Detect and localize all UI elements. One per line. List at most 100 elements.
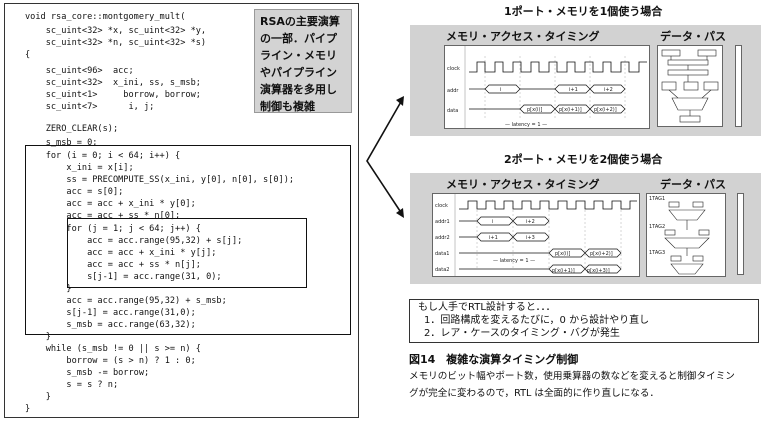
ram-label: 1TAG3	[649, 250, 665, 256]
latency-note: — latency = 1 —	[505, 122, 547, 128]
signal-label: addr2	[435, 235, 450, 241]
bus-value: i+3	[526, 235, 535, 241]
section-title-single-port: 1ポート・メモリを1個使う場合	[504, 5, 663, 18]
signal-label: clock	[435, 203, 448, 209]
timing-waveform: clock addr data i i+1 i+2 p[x(i)] p[x(i+…	[447, 46, 647, 128]
code-line: ZERO_CLEAR(s);	[25, 124, 119, 134]
bus-value: p[x(i)]	[555, 251, 570, 257]
bus-value: p[x(i+3)]	[587, 268, 610, 274]
callout-line: の一部．パイプ	[260, 32, 337, 45]
code-line: }	[25, 332, 51, 342]
callout-line: RSAの主要演算	[260, 15, 340, 28]
code-line: s = s ? n;	[25, 380, 119, 390]
code-line: sc_uint<32> *x, sc_uint<32> *y,	[25, 26, 207, 36]
bus-segment	[512, 232, 550, 242]
decorative-strip	[735, 45, 742, 127]
bus-segment	[476, 216, 514, 226]
datapath-label: データ・パス	[660, 178, 726, 191]
datapath-schematic: 1TAG1 1TAG2 1TAG3	[649, 196, 710, 275]
bus-value: i+1	[569, 87, 578, 93]
callout-line: 演算器を多用し	[260, 83, 337, 96]
signal-label: addr	[447, 88, 459, 94]
code-line: }	[25, 404, 31, 414]
code-line: borrow = (s > n) ? 1 : 0;	[25, 356, 196, 366]
callout-line: 制御も複雑	[260, 100, 315, 113]
code-line: }	[25, 392, 51, 402]
code-line: while (s_msb != 0 || s >= n) {	[25, 344, 201, 354]
code-line: for (i = 0; i < 64; i++) {	[25, 151, 181, 161]
code-line: acc = acc + x_ini * y[0];	[25, 199, 196, 209]
latency-note: — latency = 1 —	[493, 258, 535, 264]
datapath-diagram: 1TAG1 1TAG2 1TAG3	[646, 193, 726, 277]
signal-label: data	[447, 108, 458, 114]
bus-value: i+1	[489, 235, 498, 241]
callout-line: やパイプライン	[260, 66, 337, 79]
code-line: acc = acc.range(95,32) + s_msb;	[25, 296, 227, 306]
bus-value: i+2	[526, 219, 535, 225]
signal-label: data1	[435, 251, 449, 257]
code-line: s_msb = acc.range(63,32);	[25, 320, 196, 330]
bus-segment	[584, 264, 622, 274]
clock-waveform	[459, 200, 637, 210]
ram-label: 1TAG2	[649, 224, 665, 230]
outer-loop-highlight	[25, 145, 351, 335]
bus-segment	[484, 84, 521, 94]
code-line: ss = PRECOMPUTE_SS(x_ini, y[0], n[0], s[…	[25, 175, 295, 185]
code-line: s[j-1] = acc.range(31, 0);	[25, 272, 222, 282]
code-line: sc_uint<32> x_ini, ss, s_msb;	[25, 78, 201, 88]
code-line: sc_uint<32> *n, sc_uint<32> *s)	[25, 38, 207, 48]
code-line: acc = acc.range(95,32) + s[j];	[25, 236, 243, 246]
bus-value: p[x(i+1)]	[552, 268, 575, 274]
code-line: s[j-1] = acc.range(31,0);	[25, 308, 196, 318]
code-line: sc_uint<7> i, j;	[25, 102, 155, 112]
callout-line: ライン・メモリ	[260, 49, 337, 62]
caption-line: メモリのビット幅やポート数，使用乗算器の数などを変えると制御タイミン	[409, 371, 735, 382]
note-intro: もし人手でRTL設計すると．．．	[418, 302, 556, 313]
signal-label: data2	[435, 267, 449, 273]
datapath-label: データ・パス	[660, 30, 726, 43]
bus-segment	[584, 248, 622, 258]
note-box: もし人手でRTL設計すると．．． 1．回路構成を変えるたびに，0 から設計やり直…	[409, 299, 759, 343]
code-line: x_ini = x[i];	[25, 163, 134, 173]
bus-value: p[x(i+1)]	[559, 107, 582, 113]
timing-diagram: clock addr data i i+1 i+2 p[x(i)] p[x(i+…	[444, 45, 650, 129]
timing-diagram: clock addr1 addr2 data1 data2 i i+2 i+1 …	[432, 193, 640, 277]
code-line: sc_uint<96> acc;	[25, 66, 134, 76]
code-line: void rsa_core::montgomery_mult(	[25, 12, 186, 22]
dual-port-panel: メモリ・アクセス・タイミング データ・パス clock addr1 addr2 …	[410, 173, 761, 284]
bus-segment	[512, 216, 550, 226]
figure-title: 図14 複雑な演算タイミング制御	[409, 353, 579, 366]
clock-waveform	[469, 61, 647, 73]
bus-value: p[x(i+2)]	[590, 251, 613, 257]
datapath-schematic	[661, 49, 719, 123]
timing-waveform: clock addr1 addr2 data1 data2 i i+2 i+1 …	[435, 194, 637, 276]
timing-label: メモリ・アクセス・タイミング	[446, 30, 600, 43]
code-line: s_msb = 0;	[25, 138, 98, 148]
ram-label: 1TAG1	[649, 196, 665, 202]
section-title-dual-port: 2ポート・メモリを2個使う場合	[504, 153, 663, 166]
bus-value: i	[492, 219, 493, 225]
caption-line: グが完全に変わるので，RTL は全面的に作り直しになる．	[409, 388, 660, 399]
bus-value: i+2	[604, 87, 613, 93]
code-line: sc_uint<1> borrow, borrow;	[25, 90, 201, 100]
signal-label: clock	[447, 66, 460, 72]
code-line: {	[25, 50, 31, 60]
code-line: acc = acc + ss * n[0];	[25, 211, 181, 221]
code-line: }	[25, 284, 72, 294]
code-line: acc = acc + ss * n[j];	[25, 260, 201, 270]
note-item: 2．レア・ケースのタイミング・バグが発生	[424, 328, 620, 339]
bus-segment	[589, 84, 626, 94]
code-line: acc = acc + x_ini * y[j];	[25, 248, 217, 258]
code-line: for (j = 1; j < 64; j++) {	[25, 224, 201, 234]
bus-value: i	[500, 87, 501, 93]
inner-loop-highlight	[67, 218, 307, 288]
callout-box: RSAの主要演算 の一部．パイプ ライン・メモリ やパイプライン 演算器を多用し…	[254, 9, 352, 113]
figure-caption: メモリのビット幅やポート数，使用乗算器の数などを変えると制御タイミン グが完全に…	[409, 368, 764, 402]
datapath-diagram	[657, 45, 723, 127]
bus-value: p[x(i)]	[527, 107, 542, 113]
single-port-panel: メモリ・アクセス・タイミング データ・パス clock addr data	[410, 25, 761, 136]
signal-label: addr1	[435, 219, 450, 225]
code-line: acc = s[0];	[25, 187, 124, 197]
note-item: 1．回路構成を変えるたびに，0 から設計やり直し	[424, 315, 650, 326]
